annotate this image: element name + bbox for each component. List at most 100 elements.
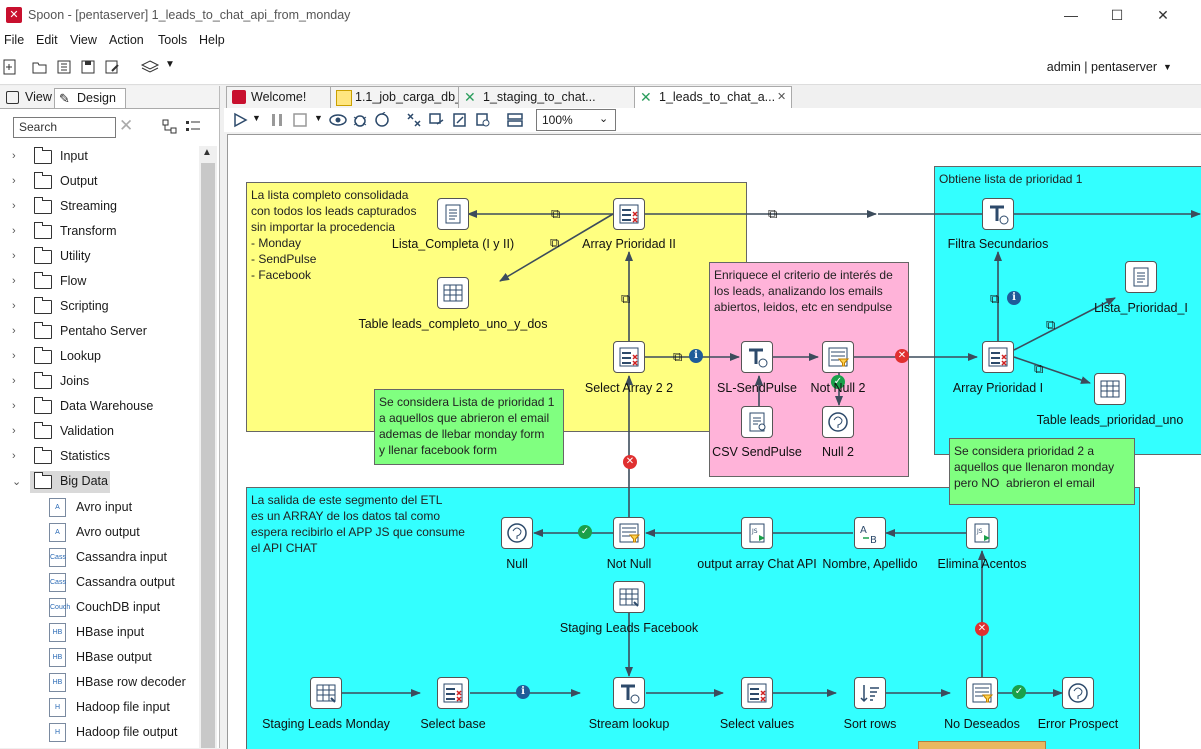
filter-not-null-icon[interactable] <box>822 341 854 373</box>
sql-icon[interactable] <box>452 112 468 128</box>
table-output-icon[interactable] <box>437 277 469 309</box>
menu-help[interactable]: Help <box>199 33 225 47</box>
chevron-right-icon[interactable]: › <box>12 150 16 162</box>
menu-file[interactable]: File <box>4 33 25 47</box>
save-as-icon[interactable] <box>104 59 120 75</box>
tree-category-transform[interactable]: ›Transform <box>0 220 198 245</box>
tree-category-statistics[interactable]: ›Statistics <box>0 445 198 470</box>
transformation-canvas[interactable]: La lista completo consolidada con todos … <box>227 134 1201 749</box>
perspective-layers-icon[interactable] <box>140 59 160 75</box>
tree-category-input[interactable]: ›Input <box>0 145 198 170</box>
tree-category-joins[interactable]: ›Joins <box>0 370 198 395</box>
user-dropdown-icon[interactable]: ▼ <box>1163 62 1172 72</box>
show-results-icon[interactable] <box>507 112 523 128</box>
explore-db-icon[interactable] <box>475 112 491 128</box>
expand-all-icon[interactable] <box>185 119 201 135</box>
run-dropdown-icon[interactable]: ▼ <box>252 113 261 123</box>
sort-rows-icon[interactable] <box>854 677 886 709</box>
impact-icon[interactable] <box>429 112 445 128</box>
tree-category-validation[interactable]: ›Validation <box>0 420 198 445</box>
tab-staging-to-chat[interactable]: ✕ 1_staging_to_chat... <box>458 86 636 108</box>
replay-icon[interactable] <box>374 112 390 128</box>
chevron-right-icon[interactable]: › <box>12 375 16 387</box>
chevron-right-icon[interactable]: › <box>12 250 16 262</box>
menu-edit[interactable]: Edit <box>36 33 58 47</box>
tree-category-big-data[interactable]: ⌄Big Data <box>0 470 198 495</box>
note-prioridad-1-criterio[interactable]: Se considera Lista de prioridad 1 a aque… <box>374 389 564 465</box>
tab-job-carga[interactable]: 1.1_job_carga_db_... <box>330 86 472 108</box>
chevron-right-icon[interactable]: › <box>12 275 16 287</box>
tree-category-output[interactable]: ›Output <box>0 170 198 195</box>
explore-repository-icon[interactable] <box>56 59 72 75</box>
zoom-select[interactable]: 100% ⌄ <box>536 109 616 131</box>
verify-icon[interactable] <box>406 112 422 128</box>
stop-icon[interactable] <box>292 112 308 128</box>
stop-dropdown-icon[interactable]: ▼ <box>314 113 323 123</box>
save-icon[interactable] <box>80 59 96 75</box>
close-tab-icon[interactable]: ✕ <box>777 91 787 103</box>
tab-view[interactable]: View <box>2 88 52 107</box>
user-server-label[interactable]: admin | pentaserver <box>1046 60 1157 74</box>
minimize-button[interactable]: — <box>1064 7 1078 23</box>
tree-scrollbar-thumb[interactable] <box>201 163 215 748</box>
chevron-right-icon[interactable]: › <box>12 425 16 437</box>
scroll-up-icon[interactable]: ▲ <box>202 147 212 158</box>
select-values-icon[interactable] <box>613 341 645 373</box>
tab-welcome[interactable]: Welcome! <box>226 86 332 108</box>
filter-not-null-icon[interactable] <box>613 517 645 549</box>
collapse-all-icon[interactable] <box>162 119 178 135</box>
open-file-icon[interactable] <box>32 59 48 75</box>
chevron-right-icon[interactable]: › <box>12 400 16 412</box>
preview-icon[interactable] <box>329 112 347 128</box>
tree-category-utility[interactable]: ›Utility <box>0 245 198 270</box>
clear-search-icon[interactable]: ✕ <box>119 116 134 135</box>
table-input-icon[interactable] <box>613 581 645 613</box>
tree-category-scripting[interactable]: ›Scripting <box>0 295 198 320</box>
dummy-null-icon[interactable] <box>822 406 854 438</box>
chevron-right-icon[interactable]: › <box>12 200 16 212</box>
note-sendpulse[interactable]: Enriquece el criterio de interés de los … <box>709 262 909 477</box>
select-values-icon[interactable] <box>437 677 469 709</box>
chevron-right-icon[interactable]: › <box>12 450 16 462</box>
dummy-null-icon[interactable] <box>1062 677 1094 709</box>
stream-lookup-icon[interactable] <box>741 341 773 373</box>
filter-rows-icon[interactable] <box>966 677 998 709</box>
tree-category-pentaho-server[interactable]: ›Pentaho Server <box>0 320 198 345</box>
pause-icon[interactable] <box>269 112 285 128</box>
tree-category-lookup[interactable]: ›Lookup <box>0 345 198 370</box>
javascript-icon[interactable]: JS <box>966 517 998 549</box>
menu-action[interactable]: Action <box>109 33 144 47</box>
close-button[interactable]: ✕ <box>1157 7 1169 23</box>
javascript-icon[interactable]: JS <box>741 517 773 549</box>
tree-category-data-warehouse[interactable]: ›Data Warehouse <box>0 395 198 420</box>
table-output-icon[interactable] <box>1094 373 1126 405</box>
debug-icon[interactable] <box>352 112 368 128</box>
chevron-right-icon[interactable]: › <box>12 300 16 312</box>
text-file-output-icon[interactable] <box>437 198 469 230</box>
new-file-icon[interactable] <box>2 59 18 75</box>
select-values-icon[interactable] <box>741 677 773 709</box>
maximize-button[interactable]: ☐ <box>1110 7 1124 23</box>
menu-tools[interactable]: Tools <box>158 33 188 47</box>
stream-lookup-icon[interactable] <box>613 677 645 709</box>
steps-search-input[interactable]: Search <box>13 117 116 138</box>
select-values-icon[interactable] <box>982 341 1014 373</box>
stream-lookup-icon[interactable] <box>982 198 1014 230</box>
chevron-right-icon[interactable]: › <box>12 325 16 337</box>
chevron-right-icon[interactable]: › <box>12 225 16 237</box>
select-values-icon[interactable] <box>613 198 645 230</box>
dummy-null-icon[interactable] <box>501 517 533 549</box>
note-prioridad-2-criterio[interactable]: Se considera prioridad 2 a aquellos que … <box>949 438 1135 505</box>
run-icon[interactable] <box>232 112 248 128</box>
tree-category-flow[interactable]: ›Flow <box>0 270 198 295</box>
